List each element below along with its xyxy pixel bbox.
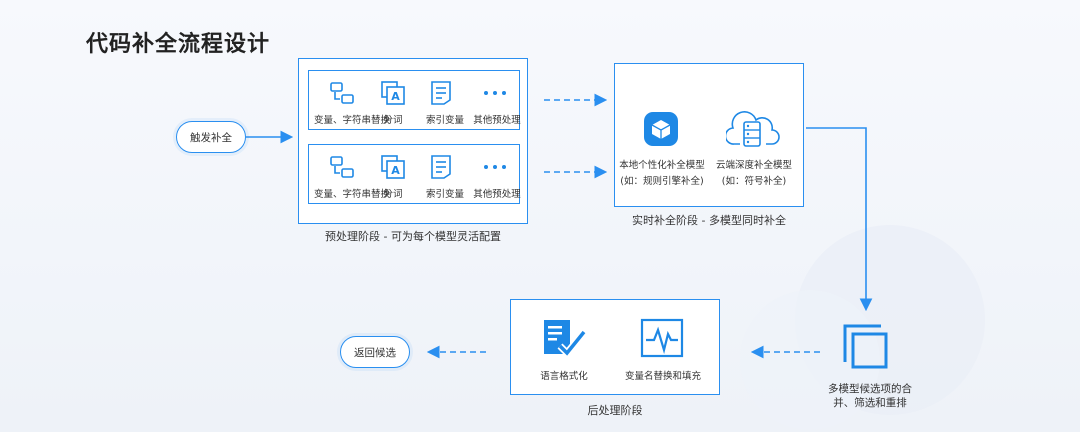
cloud-model-label: 云端深度补全模型 xyxy=(715,160,792,171)
more-dots-icon xyxy=(484,91,506,95)
row1-label-other: 其他预处理 xyxy=(473,115,521,126)
format-label: 语言格式化 xyxy=(540,371,588,382)
document-index-icon xyxy=(431,81,451,105)
document-check-icon xyxy=(544,320,586,358)
return-candidates-node: 返回候选 xyxy=(340,336,410,368)
merge-label-line1: 多模型候选项的合 xyxy=(828,383,912,395)
row2-label-index: 索引变量 xyxy=(425,189,464,200)
row1-label-tokenize: 分词 xyxy=(383,115,403,126)
tokenize-icon: A xyxy=(381,81,405,105)
row2-label-other: 其他预处理 xyxy=(473,189,521,200)
preprocess-row-1 xyxy=(308,70,520,130)
preprocess-caption: 预处理阶段 - 可为每个模型灵活配置 xyxy=(325,230,501,243)
rename-label: 变量名替换和填充 xyxy=(624,371,701,382)
postprocess-caption: 后处理阶段 xyxy=(587,404,643,417)
realtime-caption: 实时补全阶段 - 多模型同时补全 xyxy=(632,214,786,227)
page-title: 代码补全流程设计 xyxy=(86,32,271,57)
document-index-icon xyxy=(431,155,451,179)
tokenize-icon: A xyxy=(381,155,405,179)
local-model-sub: (如：规则引擎补全) xyxy=(620,176,704,187)
merge-label-line2: 并、筛选和重排 xyxy=(833,397,907,409)
cloud-server-icon xyxy=(726,111,780,147)
stack-copy-icon xyxy=(843,324,888,369)
arrow-realtime-to-merge xyxy=(806,127,873,312)
row2-label-tokenize: 分词 xyxy=(383,189,403,200)
more-dots-icon xyxy=(484,165,506,169)
trigger-completion-node: 触发补全 xyxy=(176,121,246,153)
row1-label-index: 索引变量 xyxy=(425,115,464,126)
cube-icon xyxy=(644,112,678,146)
waveform-icon xyxy=(640,318,684,358)
svg-text:A: A xyxy=(391,90,400,103)
svg-text:A: A xyxy=(391,164,400,177)
row2-label-swap: 变量、字符串替换 xyxy=(314,189,391,200)
variable-swap-icon xyxy=(330,156,354,178)
variable-swap-icon xyxy=(330,82,354,104)
preprocess-row-2 xyxy=(308,144,520,204)
cloud-model-sub: (如：符号补全) xyxy=(721,176,787,187)
local-model-label: 本地个性化补全模型 xyxy=(619,160,705,171)
row1-label-swap: 变量、字符串替换 xyxy=(314,115,391,126)
